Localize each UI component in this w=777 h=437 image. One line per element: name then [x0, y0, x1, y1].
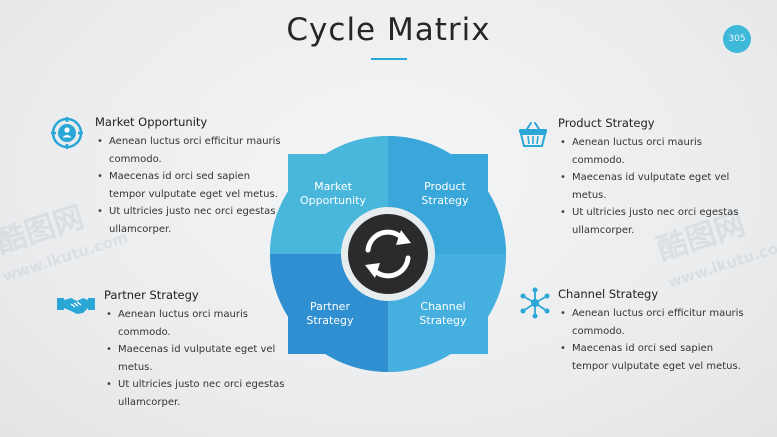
list-item: Ut ultricies justo nec orci egestas: [558, 204, 758, 222]
list-item: commodo.: [572, 325, 625, 337]
list-item: commodo.: [572, 154, 625, 166]
list-item: ullamcorper.: [572, 224, 635, 236]
list-item: ullamcorper.: [118, 396, 181, 408]
market-opportunity-heading: Market Opportunity: [95, 115, 208, 129]
page-title: Cycle Matrix: [286, 12, 491, 48]
list-item: tempor vulputate eget vel metus.: [109, 188, 278, 200]
list-item: Ut ultricies justo nec orci egestas: [104, 376, 294, 394]
list-item: Aenean luctus orci efficitur mauris: [95, 133, 295, 151]
list-item: Maecenas id orci sed sapien: [95, 168, 295, 186]
channel-strategy-block: Channel Strategy Aenean luctus orci effi…: [558, 287, 763, 375]
list-item: ullamcorper.: [109, 223, 172, 235]
basket-icon: [518, 121, 548, 151]
center-disc: [348, 214, 428, 294]
product-strategy-heading: Product Strategy: [558, 116, 655, 130]
list-item: tempor vulputate eget vel metus.: [572, 360, 741, 372]
title-underline: [371, 58, 407, 60]
list-item: Maecenas id vulputate eget vel: [104, 341, 294, 359]
list-item: metus.: [572, 189, 607, 201]
partner-strategy-heading: Partner Strategy: [104, 288, 199, 302]
list-item: Ut ultricies justo nec orci egestas: [95, 203, 295, 221]
watermark-right-url: www.ikutu.com: [665, 234, 777, 292]
list-item: metus.: [118, 361, 153, 373]
watermark-left: 酷图网: [0, 199, 89, 261]
list-item: Aenean luctus orci mauris: [104, 306, 294, 324]
market-opportunity-block: Market Opportunity Aenean luctus orci ef…: [95, 115, 295, 238]
cycle-diagram: Market Opportunity Product Strategy Part…: [270, 136, 506, 372]
list-item: commodo.: [109, 153, 162, 165]
network-icon: [519, 287, 551, 323]
list-item: Maecenas id orci sed sapien: [558, 340, 763, 358]
partner-strategy-block: Partner Strategy Aenean luctus orci maur…: [104, 288, 294, 411]
list-item: Aenean luctus orci efficitur mauris: [558, 305, 763, 323]
channel-strategy-heading: Channel Strategy: [558, 287, 659, 301]
list-item: Aenean luctus orci mauris: [558, 134, 758, 152]
target-user-icon: [50, 116, 84, 154]
handshake-icon: [57, 294, 95, 320]
page-number-badge: 305: [723, 25, 751, 53]
list-item: commodo.: [118, 326, 171, 338]
quadrant-label-market: Market Opportunity: [299, 180, 366, 207]
cycle-diagram-graphic: [270, 136, 506, 372]
quadrant-label-channel: Channel Strategy: [419, 300, 467, 327]
product-strategy-block: Product Strategy Aenean luctus orci maur…: [558, 116, 758, 239]
list-item: Maecenas id vulputate eget vel: [558, 169, 758, 187]
cycle-arrows-icon: [365, 229, 411, 279]
quadrant-label-product: Product Strategy: [421, 180, 469, 207]
quadrant-label-partner: Partner Strategy: [306, 300, 354, 327]
